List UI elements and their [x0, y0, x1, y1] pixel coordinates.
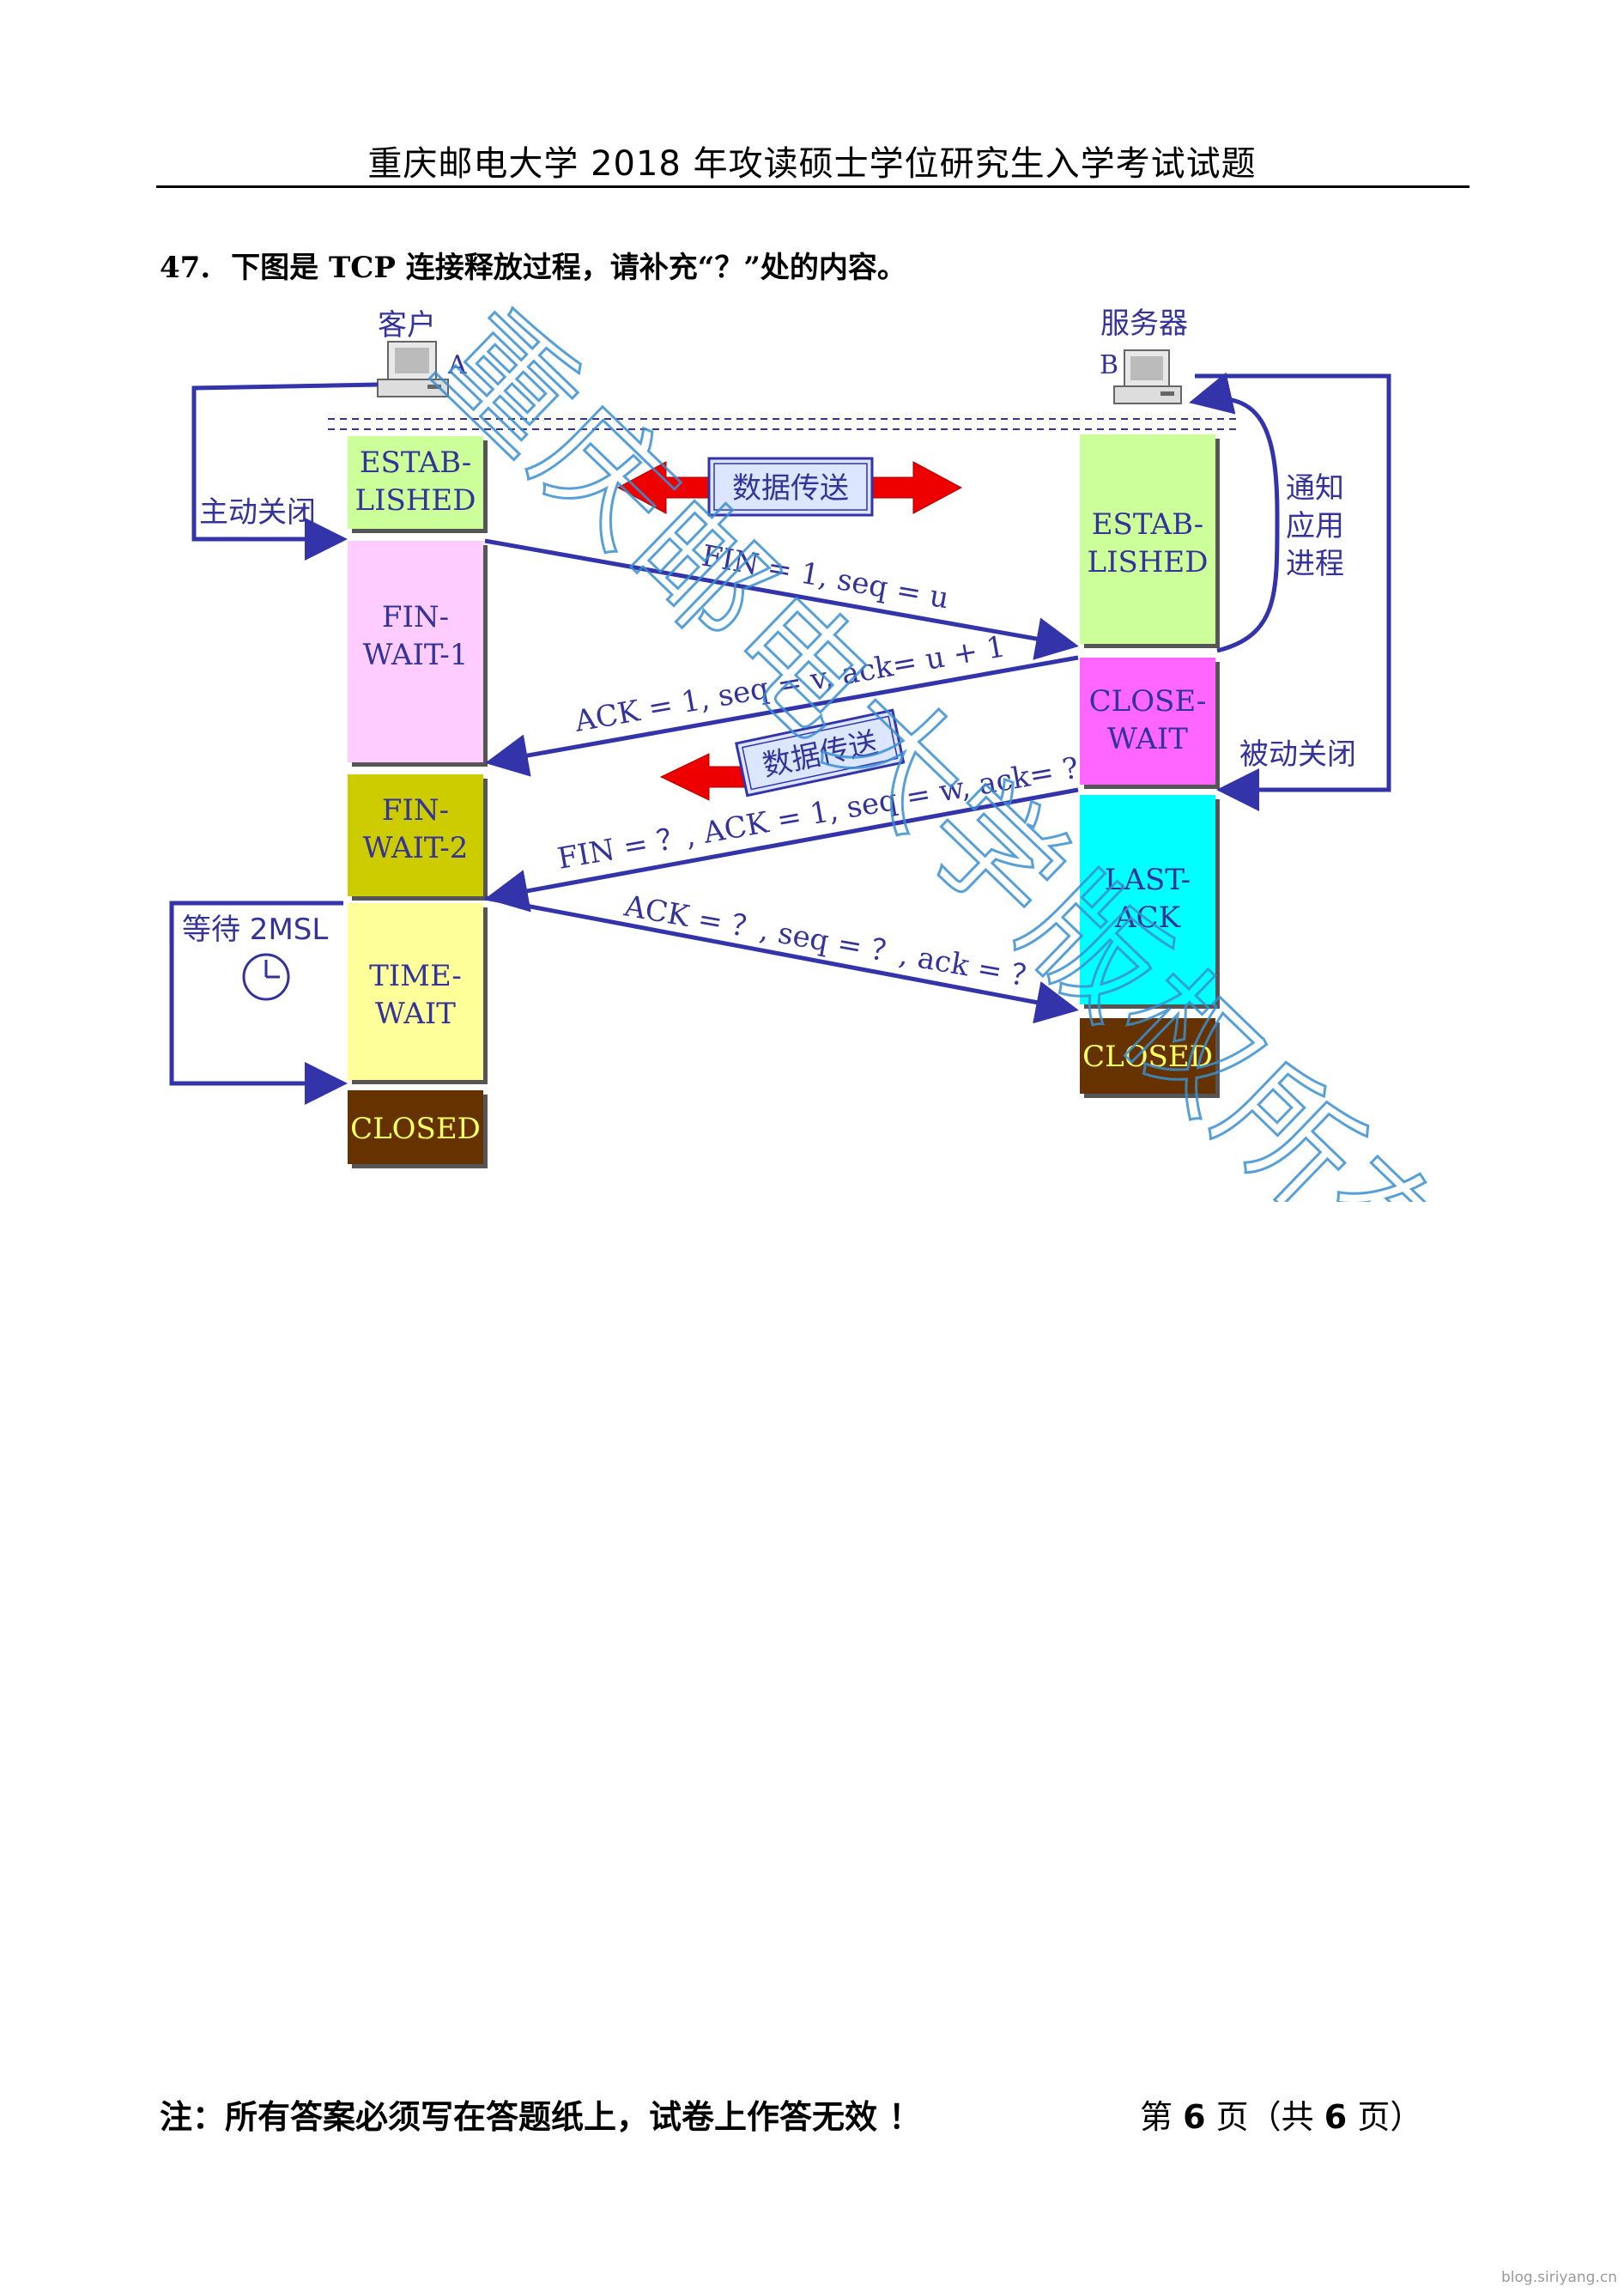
page-mid: 页（共: [1215, 2098, 1314, 2136]
server-state-established: [1080, 434, 1215, 644]
question-text: 下图是 TCP 连接释放过程，请补充“？”处的内容。: [231, 251, 906, 285]
client-state-fin-wait-2: [348, 774, 483, 896]
data-transfer-box: [707, 457, 874, 517]
passive-close-label: 被动关闭: [1239, 737, 1356, 772]
server-state-closed: [1080, 1018, 1215, 1094]
client-state-label: TIME-: [369, 959, 462, 993]
page-suffix: 页）: [1357, 2098, 1423, 2136]
active-close-label: 主动关闭: [199, 495, 316, 530]
page-title: 重庆邮电大学 2018 年攻读硕士学位研究生入学考试试题: [367, 144, 1257, 184]
client-id: A: [447, 350, 467, 380]
client-state-fin-wait-1: [348, 541, 483, 762]
page-prefix: 第: [1140, 2098, 1173, 2136]
data-transfer-box-2: [735, 708, 906, 798]
client-state-time-wait: [348, 903, 483, 1080]
client-label: 客户: [378, 308, 436, 343]
page-number: 第 6 页（共 6 页）: [1140, 2090, 1422, 2138]
server-state-close-wait: [1080, 658, 1215, 785]
client-state-label: FIN-: [382, 793, 449, 828]
question-number: 47.: [160, 251, 211, 285]
site-watermark: blog.siriyang.cn: [1501, 2269, 1617, 2286]
server-state-label: ACK: [1114, 901, 1181, 935]
wait-loop-arrow: [169, 901, 348, 1105]
server-label: 服务器: [1100, 306, 1188, 341]
server-state-label: WAIT: [1107, 722, 1188, 756]
passive-close-arrow: [1195, 373, 1391, 811]
client-state-label: WAIT: [375, 997, 456, 1031]
msg-ack-arrow: [485, 655, 1079, 777]
data-transfer-arrow-2: [659, 753, 752, 801]
footer-note: 注：所有答案必须写在答题纸上，试卷上作答无效 ！: [160, 2098, 922, 2136]
server-state-label: LISHED: [1087, 545, 1208, 579]
client-state-label: FIN-: [382, 600, 449, 634]
client-state-label: LISHED: [354, 483, 476, 518]
client-state-label: WAIT-1: [363, 638, 469, 672]
client-closed-label: CLOSED: [350, 1112, 481, 1146]
server-state-label: CLOSE-: [1089, 684, 1207, 719]
client-computer-icon: [377, 341, 449, 397]
question: 47. 下图是 TCP 连接释放过程，请补充“？”处的内容。: [160, 244, 906, 286]
server-state-label: ESTAB-: [1092, 507, 1204, 542]
server-state-last-ack: [1080, 795, 1215, 1004]
notify-label: 应用: [1286, 509, 1344, 543]
msg-fin2-arrow: [485, 787, 1079, 913]
server-computer-icon: [1113, 349, 1182, 404]
clock-icon: [242, 953, 290, 1001]
data-transfer-label: 数据传送: [732, 471, 849, 506]
wait-label: 等待 2MSL: [182, 913, 328, 947]
client-state-closed: [348, 1090, 483, 1164]
server-state-label: LAST-: [1105, 863, 1191, 897]
notify-curve-arrow: [1189, 372, 1280, 653]
page-current: 6: [1183, 2098, 1206, 2136]
header-rule: [156, 185, 1469, 188]
msg-fin-arrow: [484, 538, 1079, 660]
active-close-arrow: [191, 382, 379, 561]
page-total: 6: [1324, 2098, 1348, 2136]
msg-ack2-arrow: [484, 895, 1079, 1024]
server-id: B: [1100, 350, 1118, 380]
notify-label: 进程: [1286, 547, 1344, 581]
client-state-label: WAIT-2: [363, 831, 469, 865]
server-closed-label: CLOSED: [1082, 1040, 1213, 1074]
client-state-label: ESTAB-: [360, 446, 472, 480]
notify-label: 通知: [1286, 471, 1344, 506]
tcp-release-diagram: 客户 A 服务器 B ESTAB- LISHED FIN- WAIT-1 FIN…: [169, 281, 1490, 1202]
client-state-established: [348, 436, 483, 529]
